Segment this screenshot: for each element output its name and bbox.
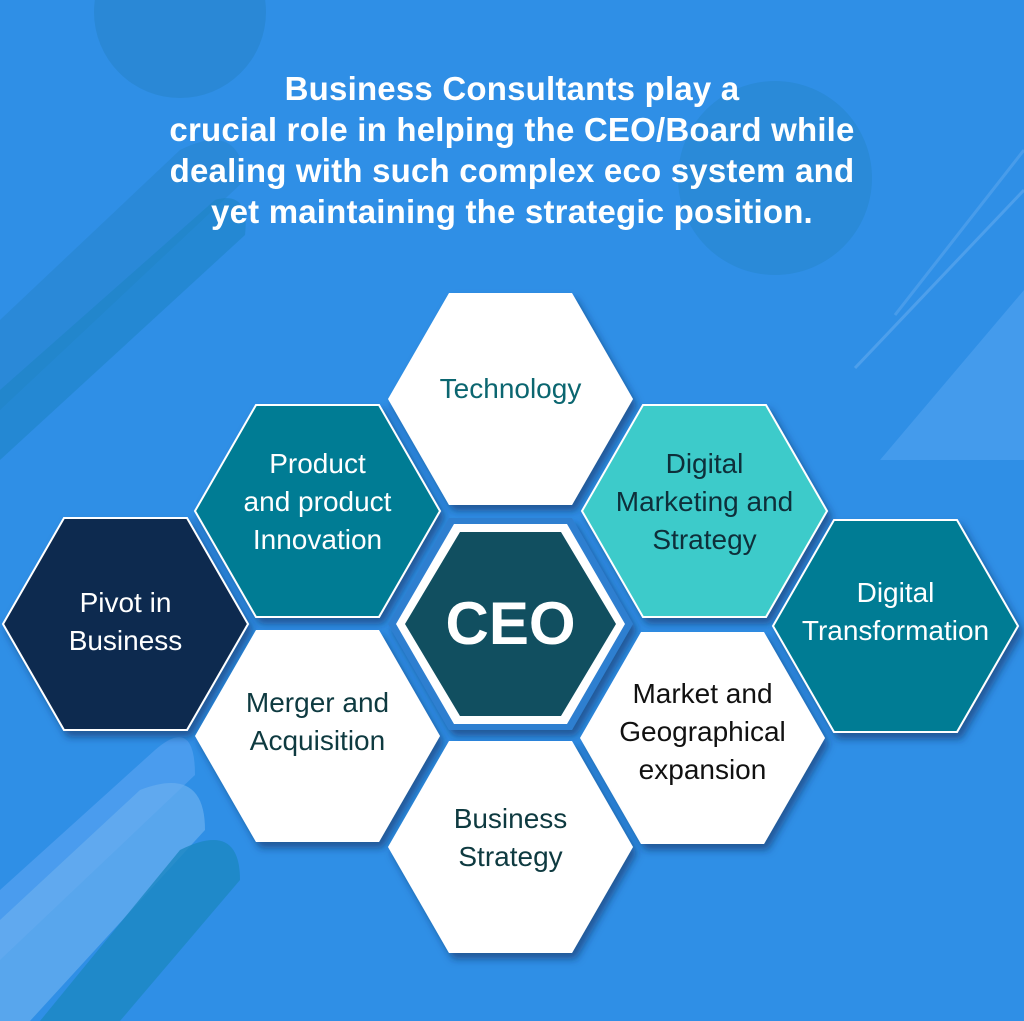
hexagon-shape — [580, 404, 829, 618]
hex-digital-marketing: Digital Marketing and Strategy — [580, 404, 829, 618]
hex-label-line: expansion — [638, 754, 767, 785]
hex-label: Technology — [439, 373, 582, 404]
hex-label-line: Strategy — [652, 524, 757, 555]
hex-label-line: Transformation — [801, 615, 990, 646]
hex-label-line: Pivot in — [79, 587, 172, 618]
hex-label-line: Geographical — [619, 716, 786, 747]
bg-line-1 — [893, 149, 1024, 316]
hexagon-shape — [771, 519, 1020, 733]
hex-label-line: Market and — [632, 678, 773, 709]
hex-label-line: Innovation — [252, 524, 383, 555]
hexagon-shape — [195, 630, 440, 842]
headline-line1-rest: play a — [635, 70, 740, 107]
bg-triangle-right — [880, 290, 1024, 460]
hex-label-line: Digital — [665, 448, 744, 479]
headline-line-2: crucial role in helping the CEO/Board wh… — [169, 111, 855, 148]
hex-label-line: Business — [68, 625, 183, 656]
bg-stripe-bottom-2 — [0, 783, 205, 1021]
hexagon-shape — [193, 404, 442, 618]
bg-line-2 — [853, 188, 1024, 370]
hex-pivot-in-business: Pivot in Business — [1, 517, 250, 731]
hex-label-line: Acquisition — [249, 725, 386, 756]
hexagon-shape — [388, 293, 633, 505]
headline-lead: Business Consultants — [284, 70, 636, 107]
hex-label-line: Marketing and — [615, 486, 794, 517]
hex-label: Merger and Acquisition — [228, 684, 407, 760]
ceo-label: CEO — [445, 590, 576, 657]
hexagon-shape — [1, 517, 250, 731]
hex-label: Product and product Innovation — [226, 445, 410, 559]
hex-label-line: Strategy — [458, 841, 563, 872]
bg-circle-top — [94, 0, 266, 98]
hex-digital-transformation: Digital Transformation — [771, 519, 1020, 733]
hex-business-strategy: Business Strategy — [388, 741, 633, 953]
hex-label: Pivot in Business — [51, 584, 201, 660]
bg-circle-right — [678, 81, 872, 275]
hex-label: Digital Transformation — [796, 574, 995, 650]
hex-market-expansion: Market and Geographical expansion — [580, 632, 825, 844]
hex-label: Digital Marketing and Strategy — [598, 445, 811, 559]
hex-merger-acquisition: Merger and Acquisition — [195, 630, 440, 842]
hex-product-innovation: Product and product Innovation — [193, 404, 442, 618]
headline: Business Consultants play a crucial role… — [120, 68, 904, 232]
hex-technology: Technology — [388, 293, 633, 505]
hexagon-shape — [388, 741, 633, 953]
hex-label: Market and Geographical expansion — [601, 675, 804, 789]
hex-label-line: Product — [269, 448, 366, 479]
hex-label: Business Strategy — [436, 800, 586, 876]
bg-stripe-left-2 — [0, 198, 246, 460]
headline-line-1: Business Consultants play a — [120, 68, 904, 109]
hex-label-line: Business — [453, 803, 568, 834]
headline-line-3: dealing with such complex eco system and — [169, 152, 855, 189]
hexagon-shape — [580, 632, 825, 844]
hexagon-shape — [388, 518, 633, 730]
hex-ceo-center: CEO — [388, 518, 633, 730]
headline-line-4: yet maintaining the strategic position. — [211, 193, 813, 230]
hex-label-line: Merger and — [245, 687, 390, 718]
bg-stripe-bottom-3 — [40, 840, 240, 1021]
hex-label-line: and product — [243, 486, 392, 517]
hex-label-line: Digital — [856, 577, 935, 608]
